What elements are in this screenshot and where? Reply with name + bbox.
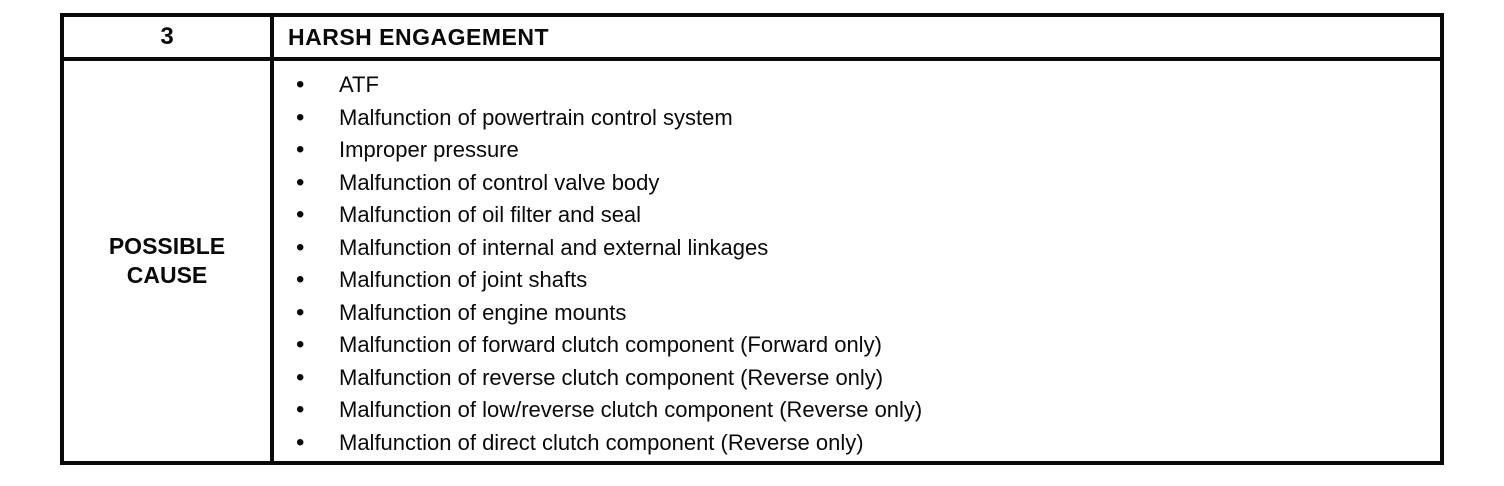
troubleshooting-table: 3 HARSH ENGAGEMENT POSSIBLE CAUSE ATFMal… xyxy=(60,13,1444,465)
possible-cause-list-cell: ATFMalfunction of powertrain control sys… xyxy=(274,61,1440,461)
possible-cause-label-line2: CAUSE xyxy=(126,262,208,288)
possible-cause-header-cell: POSSIBLE CAUSE xyxy=(64,61,274,461)
cause-item: Malfunction of powertrain control system xyxy=(274,102,1440,135)
cause-item: Malfunction of control valve body xyxy=(274,167,1440,200)
cause-item: ATF xyxy=(274,69,1440,102)
possible-cause-label-line1: POSSIBLE xyxy=(108,233,226,259)
cause-item: Malfunction of forward clutch component … xyxy=(274,329,1440,362)
cause-item: Malfunction of oil filter and seal xyxy=(274,199,1440,232)
symptom-title-cell: HARSH ENGAGEMENT xyxy=(274,17,1440,61)
cause-item: Malfunction of internal and external lin… xyxy=(274,232,1440,265)
cause-item: Malfunction of engine mounts xyxy=(274,297,1440,330)
cause-item: Malfunction of reverse clutch component … xyxy=(274,362,1440,395)
symptom-title: HARSH ENGAGEMENT xyxy=(288,23,550,50)
cause-list: ATFMalfunction of powertrain control sys… xyxy=(274,69,1440,459)
symptom-number-cell: 3 xyxy=(64,17,274,61)
cause-item: Malfunction of direct clutch component (… xyxy=(274,427,1440,460)
cause-item: Improper pressure xyxy=(274,134,1440,167)
symptom-number: 3 xyxy=(160,23,174,50)
cause-item: Malfunction of low/reverse clutch compon… xyxy=(274,394,1440,427)
cause-item: Malfunction of joint shafts xyxy=(274,264,1440,297)
